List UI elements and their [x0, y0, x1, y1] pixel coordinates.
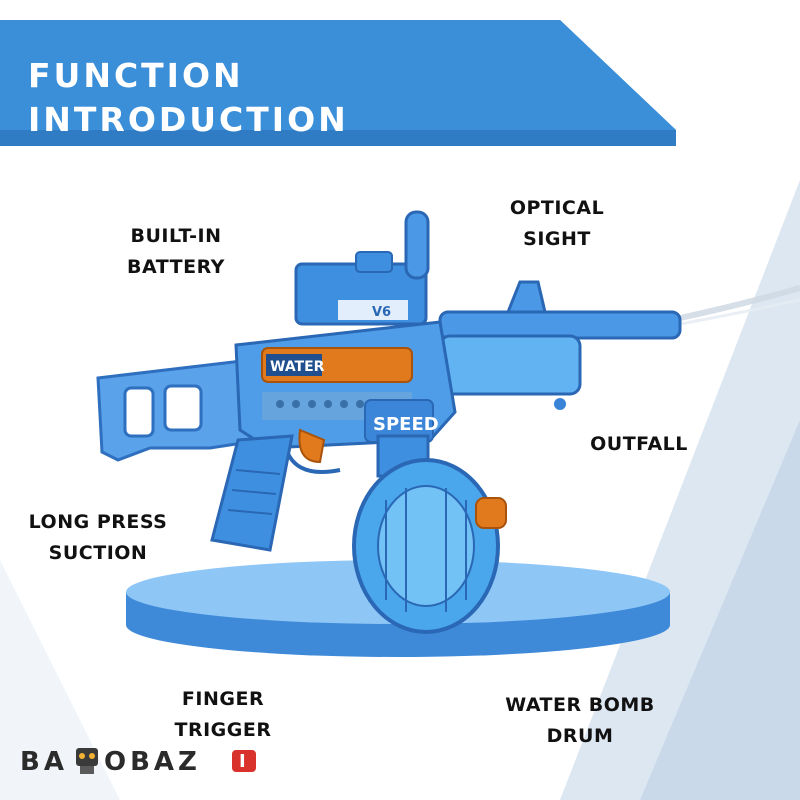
callout-long-press-suction-line-1: LONG PRESS [28, 511, 168, 533]
callout-water-bomb-drum-line-1: WATER BOMB [505, 694, 655, 716]
callout-finger-trigger-line-1: FINGER [181, 688, 265, 710]
callout-outfall: OUTFALL [580, 429, 698, 460]
svg-text:I: I [239, 751, 246, 772]
callout-built-in-battery-line-1: BUILT-IN [130, 225, 222, 247]
callout-finger-trigger-line-2: TRIGGER [174, 719, 272, 741]
optical-sight: V6 [294, 210, 430, 326]
svg-text:OBAZ: OBAZ [104, 747, 201, 777]
callout-long-press-suction-line-2: SUCTION [48, 542, 148, 564]
sight-label: V6 [372, 305, 391, 320]
callout-water-bomb-drum-line-2: DRUM [546, 725, 614, 747]
svg-text:BA: BA [20, 747, 68, 777]
brand-logo: BA OBAZ I [20, 747, 256, 777]
gun-body: WATER SPEED [234, 320, 457, 450]
body-label: SPEED [373, 414, 439, 435]
pistol-grip [210, 434, 294, 552]
callout-built-in-battery-line-2: BATTERY [127, 256, 225, 278]
side-label: WATER [270, 359, 325, 375]
callout-finger-trigger: FINGER TRIGGER [160, 684, 286, 746]
callout-long-press-suction: LONG PRESS SUCTION [12, 507, 184, 569]
callout-built-in-battery: BUILT-IN BATTERY [114, 221, 238, 283]
water-spray [679, 285, 800, 326]
callout-water-bomb-drum: WATER BOMB DRUM [492, 690, 668, 752]
barrel [438, 280, 682, 410]
robot-icon [76, 748, 98, 774]
callout-optical-sight-line-2: SIGHT [523, 228, 591, 250]
callout-outfall-line-1: OUTFALL [590, 433, 688, 455]
callout-optical-sight: OPTICAL SIGHT [496, 193, 618, 255]
stock [96, 358, 264, 462]
water-bomb-drum [352, 434, 507, 634]
title-banner: FUNCTION INTRODUCTION [0, 20, 800, 150]
page-title: FUNCTION INTRODUCTION [28, 54, 349, 142]
title-line-2: INTRODUCTION [28, 100, 349, 139]
title-line-1: FUNCTION [28, 56, 244, 95]
callout-optical-sight-line-1: OPTICAL [509, 197, 605, 219]
